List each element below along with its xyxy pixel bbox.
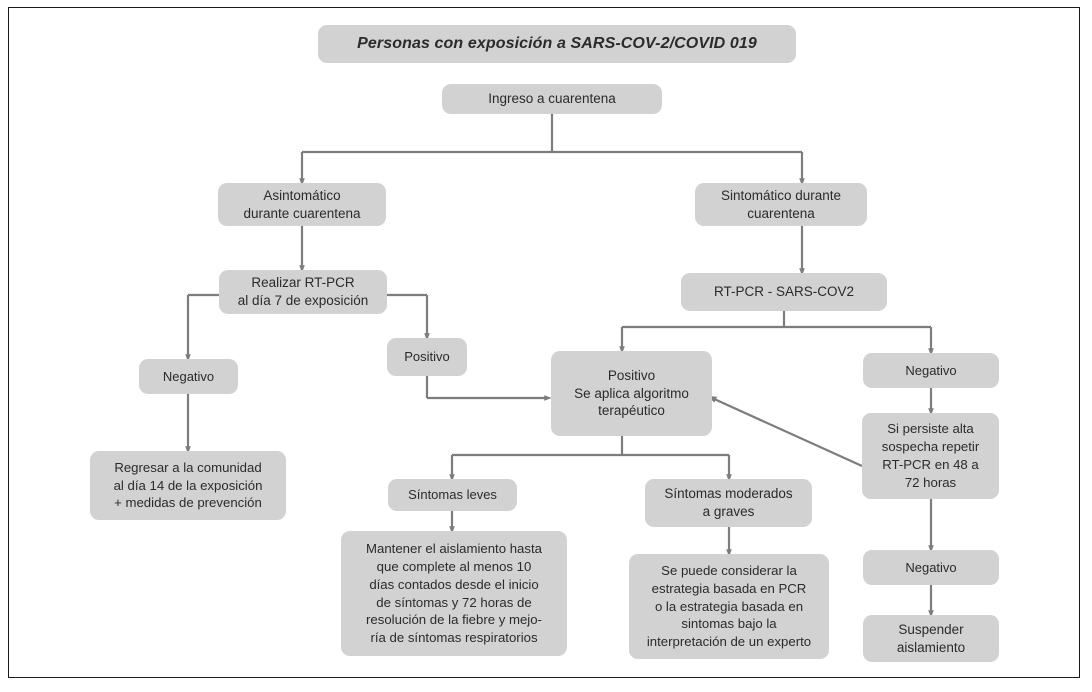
node-quarantine-entry: Ingreso a cuarentena bbox=[442, 84, 662, 114]
node-second-negative: Negativo bbox=[863, 550, 999, 585]
node-symptomatic: Sintomático durante cuarentena bbox=[695, 183, 867, 226]
node-consider-strategy: Se puede considerar la estrategia basada… bbox=[629, 554, 829, 659]
node-repeat-rtpcr: Si persiste alta sospecha repetir RT-PCR… bbox=[862, 413, 999, 499]
node-maintain-isolation: Mantener el aislamiento hasta que comple… bbox=[341, 531, 567, 656]
node-right-negative: Negativo bbox=[863, 353, 999, 388]
node-moderate-severe-symptoms: Síntomas moderados a graves bbox=[645, 479, 812, 527]
node-return-community: Regresar a la comunidad al día 14 de la … bbox=[90, 451, 286, 520]
node-left-negative: Negativo bbox=[139, 359, 238, 394]
node-asymptomatic: Asintomático durante cuarentena bbox=[218, 183, 386, 226]
node-positive-algorithm: Positivo Se aplica algoritmo terapéutico bbox=[551, 351, 712, 436]
node-left-positive: Positivo bbox=[387, 338, 467, 376]
node-rtpcr-sarscov2: RT-PCR - SARS-COV2 bbox=[681, 273, 887, 311]
node-suspend-isolation: Suspender aislamiento bbox=[863, 615, 999, 662]
node-do-rtpcr-day7: Realizar RT-PCR al día 7 de exposición bbox=[219, 270, 387, 314]
node-title: Personas con exposición a SARS-COV-2/COV… bbox=[318, 25, 796, 63]
node-mild-symptoms: Síntomas leves bbox=[388, 479, 517, 511]
